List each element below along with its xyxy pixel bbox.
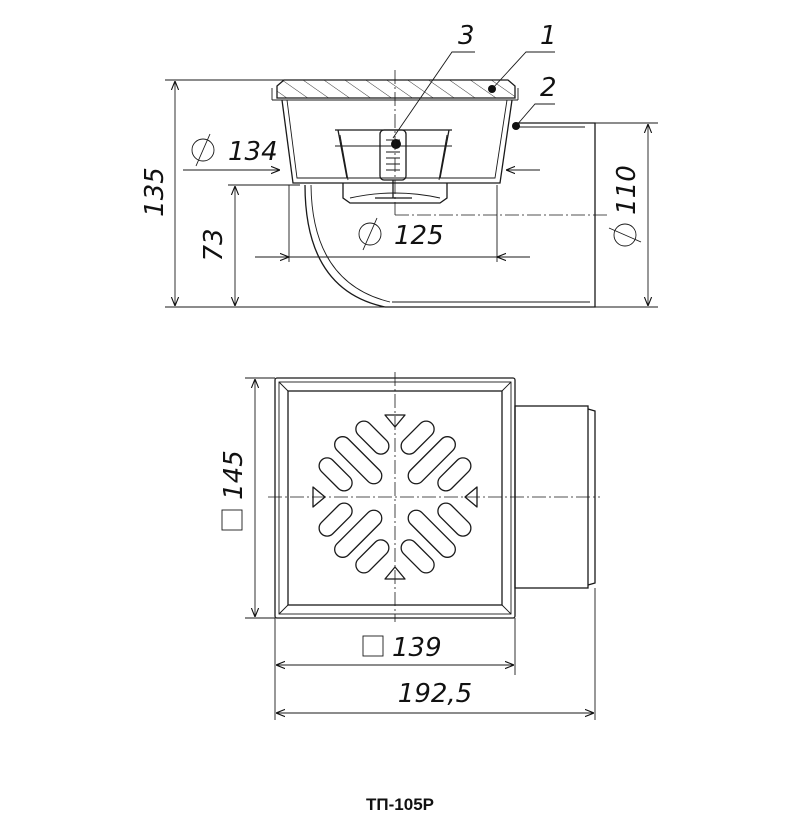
dimension-diameter-134: 134 <box>183 133 540 170</box>
drain-body <box>281 99 513 184</box>
square-symbol <box>362 635 384 657</box>
grate-slot <box>407 436 456 485</box>
dimension-110-label: 110 <box>612 165 642 215</box>
dimension-square-139: 139 <box>274 618 516 720</box>
grate-slot <box>437 457 472 492</box>
dimension-square-145: 145 <box>219 377 275 619</box>
grate-slot <box>355 539 390 574</box>
dimension-diameter-110: 110 <box>595 122 658 308</box>
grate-triangle-slot <box>384 414 406 428</box>
dimension-134-label: 134 <box>228 137 278 167</box>
dimension-135: 135 <box>140 79 385 308</box>
grate-slot <box>334 509 383 558</box>
top-view: 145 139 192,5 <box>219 372 600 720</box>
grate-slot <box>400 539 435 574</box>
side-view: 3 1 2 135 73 134 <box>140 21 658 308</box>
dimension-125-label: 125 <box>394 221 444 251</box>
grate-slot <box>355 420 390 455</box>
callout-2: 2 <box>512 73 557 130</box>
callout-3-label: 3 <box>458 21 475 51</box>
dimension-diameter-125: 125 <box>255 185 530 262</box>
square-symbol <box>221 509 243 531</box>
grate-slot <box>318 502 353 537</box>
dimension-192-5: 192,5 <box>276 588 596 720</box>
callout-3: 3 <box>392 21 475 139</box>
model-title: ТП-105Р <box>366 795 434 814</box>
dimension-145-label: 145 <box>219 450 249 500</box>
grate-slot <box>318 457 353 492</box>
grate-lid <box>276 79 516 99</box>
grate-slot <box>334 436 383 485</box>
grate-slot <box>400 420 435 455</box>
dimension-139-label: 139 <box>392 633 442 663</box>
dimension-135-label: 135 <box>140 167 170 217</box>
callout-1-label: 1 <box>540 21 557 51</box>
callout-1: 1 <box>488 21 557 93</box>
dimension-73: 73 <box>199 184 300 306</box>
grate-slot <box>437 502 472 537</box>
grate-slot <box>407 509 456 558</box>
dimension-192-5-label: 192,5 <box>398 679 472 709</box>
callout-2-label: 2 <box>540 73 557 103</box>
dimension-73-label: 73 <box>199 228 229 261</box>
